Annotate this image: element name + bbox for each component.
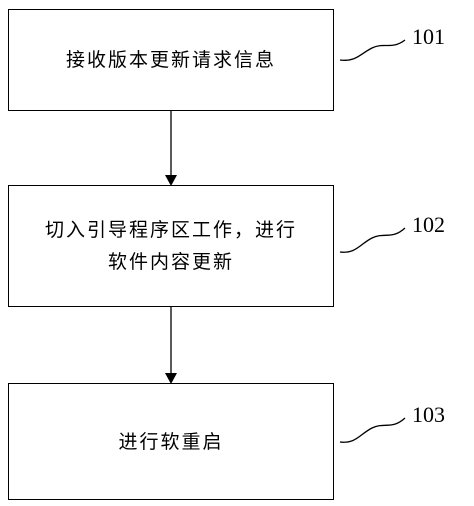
step-101-text-line-1: 接收版本更新请求信息 [65, 49, 276, 71]
step-101-reference-number: 101 [412, 24, 445, 49]
step-102-reference-number: 102 [412, 212, 445, 237]
arrowhead-101-102 [165, 175, 177, 186]
leader-line-102 [339, 227, 406, 253]
step-102-text-line-1: 切入引导程序区工作，进行 [44, 219, 297, 241]
step-box-102: 切入引导程序区工作，进行 软件内容更新 [8, 185, 334, 307]
step-box-101: 接收版本更新请求信息 [8, 9, 334, 111]
step-103-reference-number: 103 [412, 402, 445, 427]
arrowhead-102-103 [165, 373, 177, 384]
leader-line-103 [339, 417, 406, 443]
leader-line-101 [339, 39, 406, 61]
step-box-103: 进行软重启 [8, 383, 334, 500]
step-103-text-line-1: 进行软重启 [118, 430, 224, 453]
step-102-text-line-2: 软件内容更新 [107, 251, 234, 273]
